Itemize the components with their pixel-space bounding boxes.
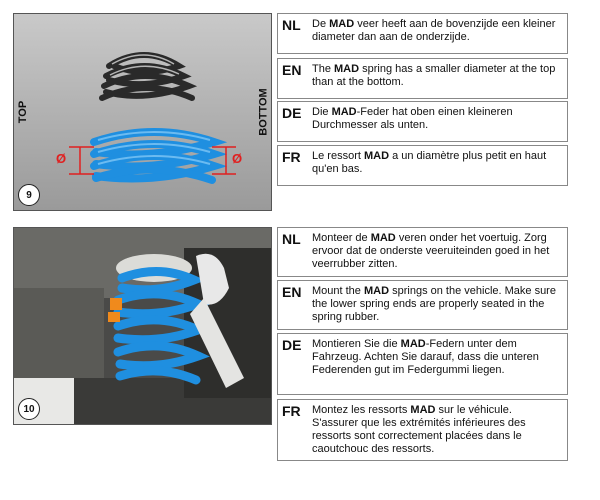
instruction-text-en: Mount the MAD springs on the vehicle. Ma… (312, 285, 556, 323)
lang-code-fr: FR (282, 149, 301, 165)
instruction-text-fr: Montez les ressorts MAD sur le véhicule.… (312, 404, 526, 455)
step-10-de-box: DE Montieren Sie die MAD-Federn unter de… (277, 333, 568, 395)
step-9-photo: TOP BOTTOM Ø Ø 9 (13, 13, 272, 211)
diameter-marker-left (69, 146, 94, 175)
diameter-symbol-right: Ø (232, 151, 243, 166)
step-9-en-box: EN The MAD spring has a smaller diameter… (277, 58, 568, 99)
lang-code-nl: NL (282, 17, 301, 33)
installed-blue-spring (113, 266, 210, 385)
lang-code-de: DE (282, 337, 302, 353)
step-10-badge: 10 (18, 398, 40, 420)
instruction-text-fr: Le ressort MAD a un diamètre plus petit … (312, 150, 547, 175)
bottom-label: BOTTOM (257, 88, 270, 136)
instruction-text-de: Die MAD-Feder hat oben einen kleineren D… (312, 106, 513, 131)
step-9-nl-box: NL De MAD veer heeft aan de bovenzijde e… (277, 13, 568, 54)
step-10-photo: 10 (13, 227, 272, 425)
instruction-text-nl: De MAD veer heeft aan de bovenzijde een … (312, 18, 556, 43)
lang-code-en: EN (282, 62, 302, 78)
lang-code-en: EN (282, 284, 302, 300)
step-9-fr-box: FR Le ressort MAD a un diamètre plus pet… (277, 145, 568, 186)
diameter-marker-right (212, 146, 236, 175)
instruction-text-en: The MAD spring has a smaller diameter at… (312, 63, 556, 88)
lang-code-nl: NL (282, 231, 301, 247)
step-9-badge: 9 (18, 184, 40, 206)
step-10-en-box: EN Mount the MAD springs on the vehicle.… (277, 280, 568, 330)
step-9-de-box: DE Die MAD-Feder hat oben einen kleinere… (277, 101, 568, 142)
step-10-nl-box: NL Monteer de MAD veren onder het voertu… (277, 227, 568, 277)
lang-code-de: DE (282, 105, 302, 121)
lang-code-fr: FR (282, 403, 301, 419)
instruction-text-nl: Monteer de MAD veren onder het voertuig.… (312, 232, 550, 270)
step-10-fr-box: FR Montez les ressorts MAD sur le véhicu… (277, 399, 568, 461)
instruction-text-de: Montieren Sie die MAD-Federn unter dem F… (312, 338, 539, 376)
diameter-symbol-left: Ø (56, 151, 67, 166)
top-label: TOP (17, 100, 30, 124)
